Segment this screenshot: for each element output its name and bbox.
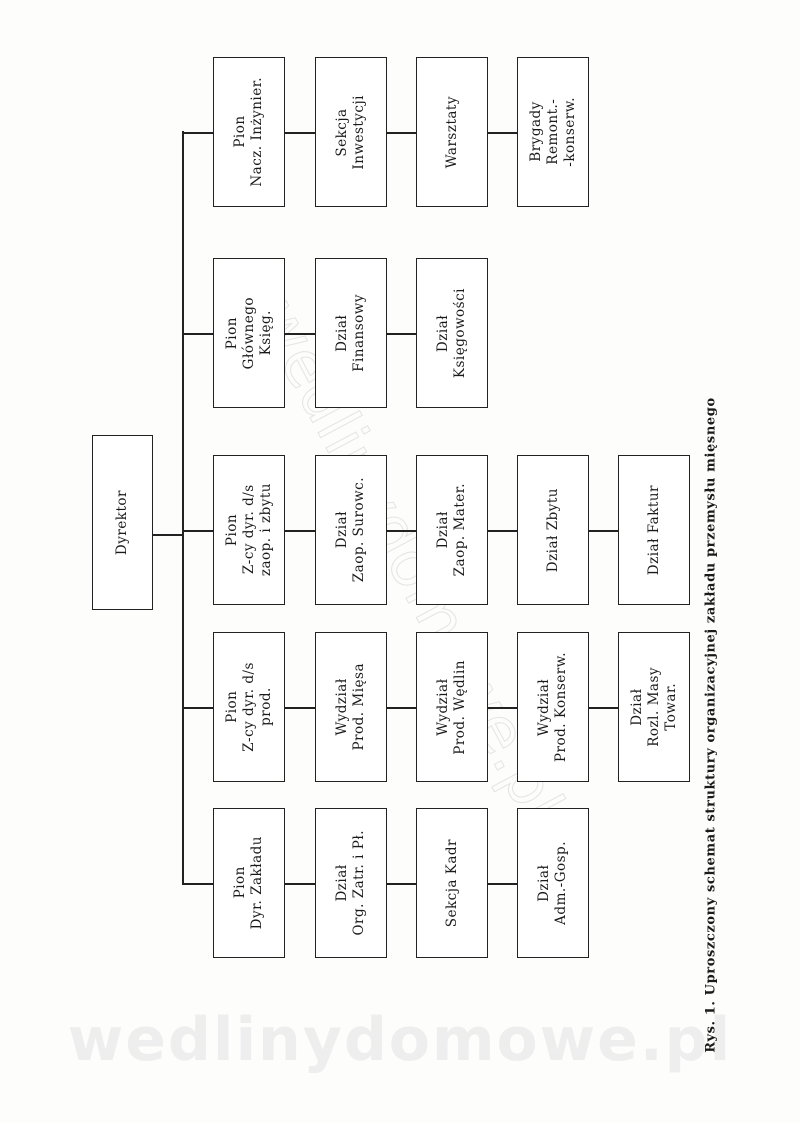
org-unit-box: Dział Zbytu: [517, 455, 589, 605]
org-unit-label: Dział Rozl. Masy Towar.: [628, 667, 679, 747]
director-connector: [153, 534, 183, 536]
org-unit-box: Dział Adm.-Gosp.: [517, 808, 589, 958]
unit-connector: [488, 707, 517, 709]
unit-connector: [387, 530, 416, 532]
org-unit-label: Dział Finansowy: [334, 294, 367, 372]
org-unit-label: Dział Zaop. Mater.: [435, 483, 468, 577]
org-unit-box: Dział Zaop. Surowc.: [315, 455, 387, 605]
unit-connector: [387, 707, 416, 709]
org-unit-label: Wydział Prod. Mięsa: [334, 663, 367, 751]
org-unit-label: Pion Głównego Księg.: [223, 296, 274, 370]
unit-connector: [387, 132, 416, 134]
branch-connector: [183, 333, 213, 335]
org-unit-label: Dział Org. Zatr. i Pł.: [334, 830, 367, 936]
spine-line: [182, 131, 184, 885]
org-unit-label: Dział Zaop. Surowc.: [334, 477, 367, 583]
org-unit-box: Dział Księgowości: [416, 258, 488, 408]
org-unit-label: Brygady Remont.- -konserw.: [527, 97, 578, 167]
director-label: Dyrektor: [114, 489, 130, 556]
unit-connector: [387, 883, 416, 885]
org-unit-label: Pion Dyr. Zakładu: [232, 836, 265, 930]
unit-connector: [285, 707, 315, 709]
org-unit-box: Wydział Prod. Mięsa: [315, 632, 387, 782]
unit-connector: [285, 883, 315, 885]
org-unit-box: Pion Z-cy dyr. d/s zaop. i zbytu: [213, 455, 285, 605]
org-unit-box: Dział Faktur: [618, 455, 690, 605]
org-unit-label: Dział Księgowości: [435, 287, 468, 379]
unit-connector: [589, 707, 618, 709]
org-unit-box: Dział Finansowy: [315, 258, 387, 408]
unit-connector: [285, 132, 315, 134]
org-unit-box: Sekcja Inwestycji: [315, 57, 387, 207]
org-unit-box: Dział Zaop. Mater.: [416, 455, 488, 605]
org-unit-box: Warsztaty: [416, 57, 488, 207]
org-unit-label: Sekcja Inwestycji: [334, 94, 367, 170]
branch-connector: [183, 707, 213, 709]
org-unit-box: Pion Dyr. Zakładu: [213, 808, 285, 958]
org-unit-label: Warsztaty: [443, 95, 460, 169]
org-unit-box: Dział Rozl. Masy Towar.: [618, 632, 690, 782]
org-unit-box: Pion Głównego Księg.: [213, 258, 285, 408]
unit-connector: [488, 132, 517, 134]
org-unit-box: Pion Nacz. Inżynier.: [213, 57, 285, 207]
unit-connector: [488, 530, 517, 532]
org-unit-label: Dział Adm.-Gosp.: [536, 841, 569, 925]
branch-connector: [183, 132, 213, 134]
director-box: Dyrektor: [92, 435, 153, 610]
org-unit-box: Pion Z-cy dyr. d/s prod.: [213, 632, 285, 782]
org-unit-label: Sekcja Kadr: [443, 838, 460, 928]
unit-connector: [285, 333, 315, 335]
unit-connector: [285, 530, 315, 532]
watermark: wedlinydomowe.pl: [67, 1005, 733, 1075]
org-unit-label: Pion Z-cy dyr. d/s zaop. i zbytu: [223, 483, 274, 577]
org-unit-label: Dział Zbytu: [544, 487, 561, 573]
unit-connector: [589, 530, 618, 532]
branch-connector: [183, 883, 213, 885]
unit-connector: [488, 883, 517, 885]
org-unit-box: Dział Org. Zatr. i Pł.: [315, 808, 387, 958]
org-unit-label: Pion Z-cy dyr. d/s prod.: [223, 662, 274, 752]
unit-connector: [387, 333, 416, 335]
org-unit-box: Wydział Prod. Konserw.: [517, 632, 589, 782]
org-unit-box: Sekcja Kadr: [416, 808, 488, 958]
org-unit-label: Dział Faktur: [645, 484, 662, 576]
figure-caption: Rys. 1. Uproszczony schemat struktury or…: [703, 397, 719, 1053]
org-unit-box: Brygady Remont.- -konserw.: [517, 57, 589, 207]
org-unit-label: Wydział Prod. Konserw.: [536, 651, 569, 763]
org-unit-label: Wydział Prod. Wędlin: [435, 659, 468, 755]
branch-connector: [183, 530, 213, 532]
org-unit-label: Pion Nacz. Inżynier.: [232, 77, 265, 187]
org-unit-box: Wydział Prod. Wędlin: [416, 632, 488, 782]
